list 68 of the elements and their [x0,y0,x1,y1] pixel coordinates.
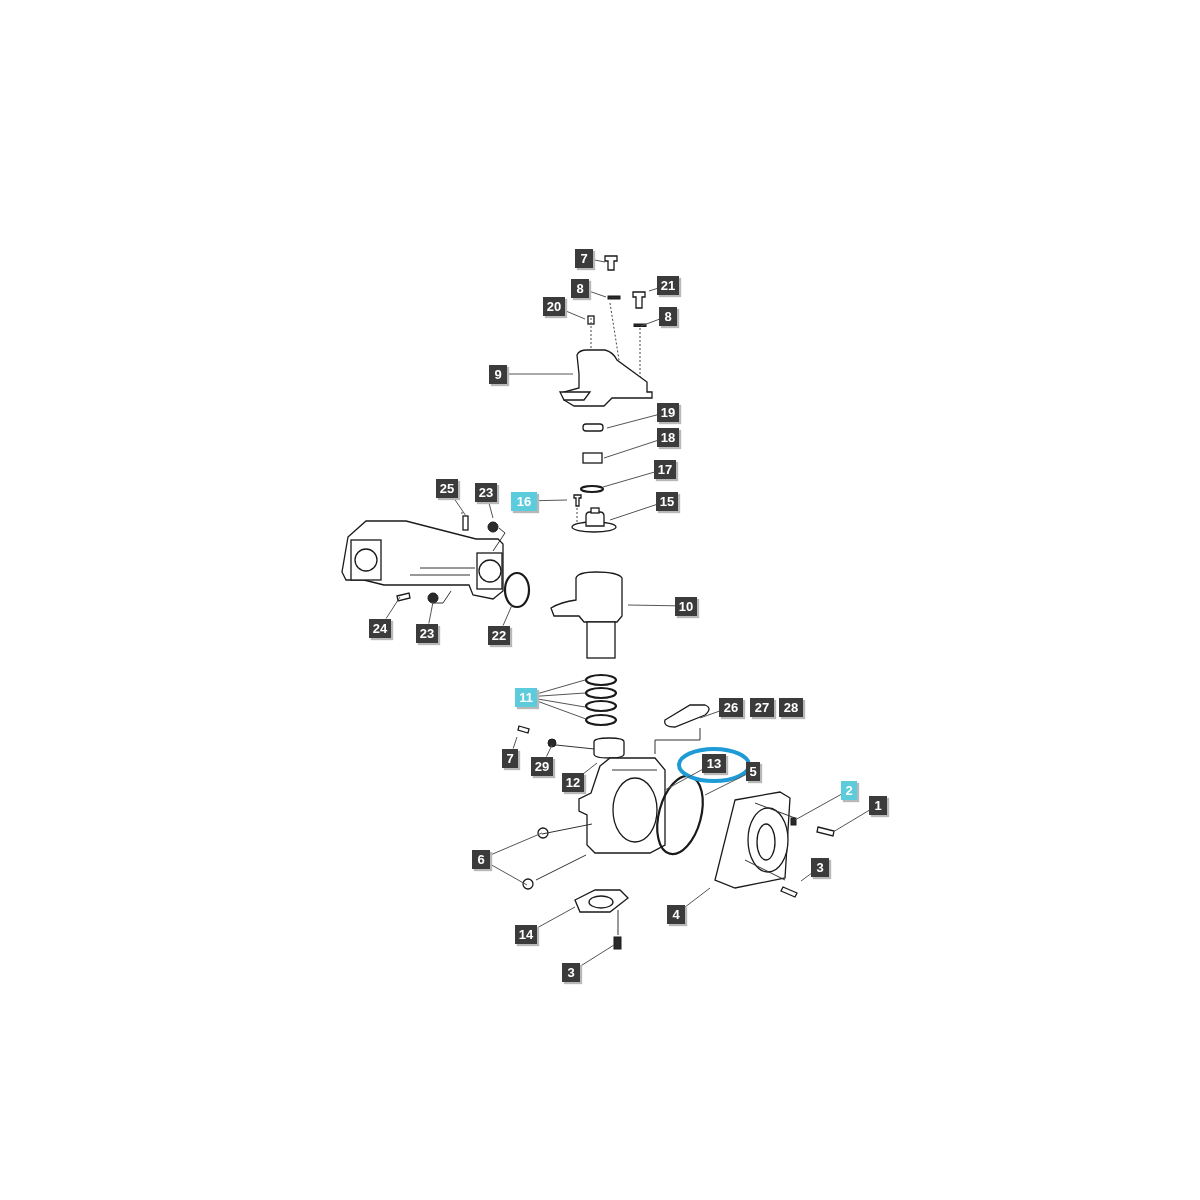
callout-number: 25 [436,478,458,498]
leader-line [489,832,543,856]
leader-line [800,873,812,882]
leader-line [536,698,586,708]
leader-line [488,501,494,519]
callout-number: 11 [515,687,537,707]
leader-line [627,604,676,607]
leader-line [588,290,607,298]
callout-number: 14 [515,924,537,944]
callout-number: 21 [657,275,679,295]
leader-line [699,710,720,719]
leader-line [602,471,655,488]
callout-number: 7 [575,248,593,268]
leader-line [489,863,528,886]
leader-line [583,762,598,774]
leader-line [832,809,870,833]
callout-number: 6 [472,849,490,869]
callout-number: 12 [562,772,584,792]
leader-line [664,769,703,791]
leader-line [536,679,586,695]
leader-line [452,497,467,517]
leader-line [609,504,657,521]
callout-number: 23 [416,623,438,643]
callout-number: 16 [511,491,537,511]
callout-number: 18 [657,427,679,447]
leader-line [794,793,842,821]
leader-line [506,373,574,375]
leader-line [536,906,576,929]
callout-number: 22 [488,625,510,645]
leader-line [603,440,658,459]
callout-number: 23 [475,482,497,502]
callout-number: 24 [369,618,391,638]
leader-line [536,692,586,697]
leader-line [536,499,568,502]
leader-line [512,736,518,749]
callout-number: 29 [531,756,553,776]
callout-number: 2 [841,780,857,800]
callout-number: 15 [656,491,678,511]
callout-number: 8 [571,278,589,298]
callout-number: 19 [657,402,679,422]
leader-line [428,601,434,624]
leader-line [546,744,553,757]
leader-line [704,774,747,796]
leader-line [502,604,513,626]
leader-line [536,700,587,720]
callout-number: 9 [489,364,507,384]
leader-line [592,259,606,263]
callout-number: 3 [811,857,829,877]
callout-number: 8 [659,306,677,326]
callout-number: 17 [654,459,676,479]
leader-line [640,318,660,327]
leader-line [606,414,658,429]
callout-number: 26 [719,697,743,717]
callout-number: 5 [746,761,760,781]
callout-number: 20 [543,296,565,316]
callout-number: 1 [869,795,887,815]
callout-number: 13 [702,753,726,773]
leader-line [385,596,401,619]
leader-line [579,944,615,967]
callout-number: 4 [667,904,685,924]
callout-number: 27 [750,697,774,717]
leader-line [648,287,658,292]
leader-line [564,310,586,320]
callout-number: 3 [562,962,580,982]
callout-number: 7 [502,748,518,768]
callout-number: 28 [779,697,803,717]
callout-number: 10 [675,596,697,616]
leader-line [684,887,711,908]
